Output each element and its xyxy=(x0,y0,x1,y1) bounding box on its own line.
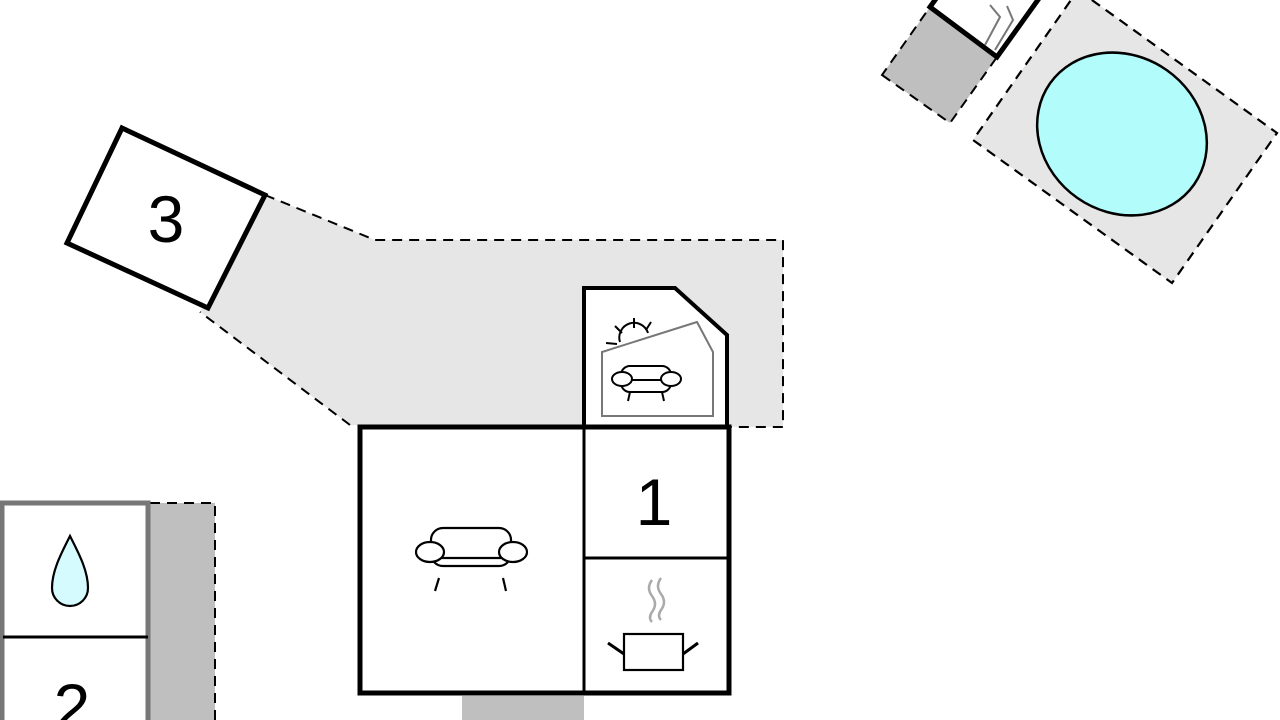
sofa-icon xyxy=(414,526,529,592)
terrace-dashed-border xyxy=(264,194,784,428)
room-2-label: 2 xyxy=(54,670,91,720)
room-3-label: 3 xyxy=(148,182,185,256)
bathroom xyxy=(0,500,151,720)
paved-area-left xyxy=(150,503,215,720)
kitchen-pot-icon xyxy=(607,577,699,672)
sunroom-icon xyxy=(601,318,714,417)
pool xyxy=(1035,51,1209,217)
room-3 xyxy=(63,124,269,312)
stair-lines xyxy=(984,4,1015,51)
water-drop-icon xyxy=(50,533,90,608)
terrace-dashed-border-lower xyxy=(199,311,351,426)
room-1-label: 1 xyxy=(636,465,673,539)
dashed-border xyxy=(150,502,216,720)
paved-area-bottom xyxy=(462,696,584,720)
